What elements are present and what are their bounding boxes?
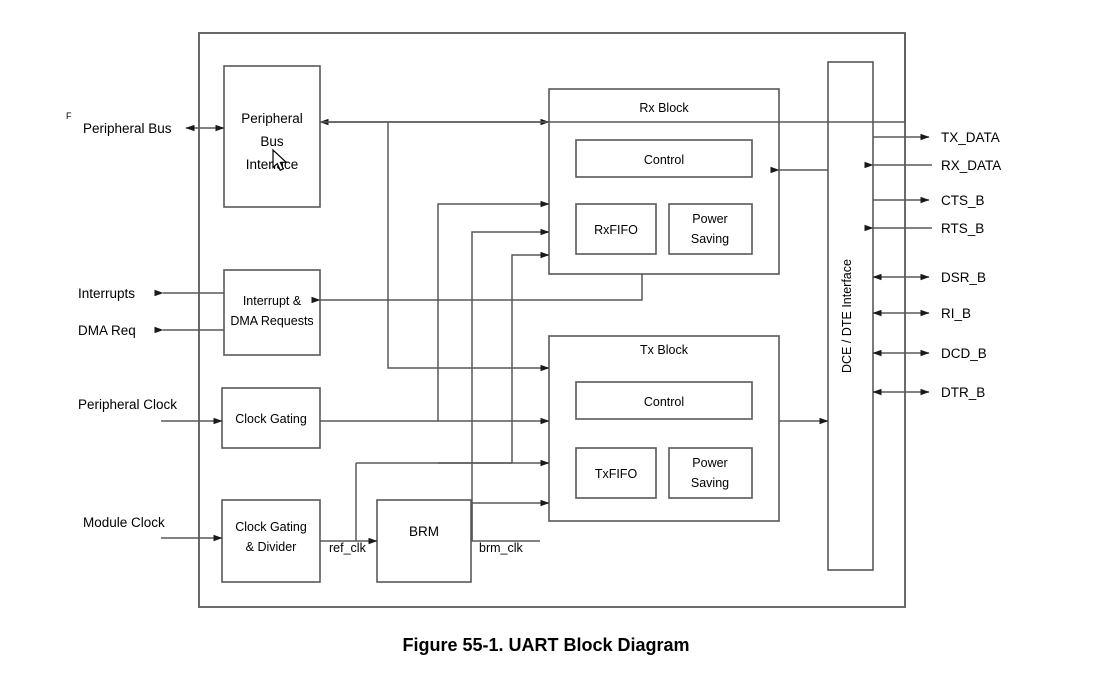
port-label-peripheral-clock: Peripheral Clock — [78, 397, 177, 412]
wire-brmclk-riser-rx — [471, 228, 550, 541]
port-label-dma-req: DMA Req — [78, 323, 136, 338]
port-label-dcd-b: DCD_B — [941, 346, 987, 361]
wire-pbi-to-tx — [387, 122, 550, 372]
port-label-dtr-b: DTR_B — [941, 385, 985, 400]
tx-control-block[interactable] — [575, 381, 753, 420]
rx-control-label: Control — [644, 153, 684, 167]
port-label-rx-data: RX_DATA — [941, 158, 1001, 173]
rx-power-saving-block[interactable] — [668, 203, 753, 255]
port-label-module-clock: Module Clock — [83, 515, 165, 530]
peripheral-bus-interface-line1: Peripheral — [241, 111, 303, 126]
rx-power-saving-line2: Saving — [691, 232, 729, 246]
tx-power-saving-block[interactable] — [668, 447, 753, 499]
figure-caption: Figure 55-1. UART Block Diagram — [402, 635, 689, 655]
tx-block-title: Tx Block — [640, 343, 689, 357]
port-label-peripheral-bus: Peripheral Bus — [83, 121, 172, 136]
peripheral-bus-interface-line2: Bus — [260, 134, 284, 149]
wire-label-ref-clk: ref_clk — [329, 541, 367, 555]
port-label-tx-data: TX_DATA — [941, 130, 1000, 145]
tx-power-saving-line1: Power — [692, 456, 727, 470]
txfifo-label: TxFIFO — [595, 467, 638, 481]
brm-label: BRM — [409, 524, 439, 539]
port-label-dsr-b: DSR_B — [941, 270, 986, 285]
wire-label-brm-clk: brm_clk — [479, 541, 524, 555]
rxfifo-label: RxFIFO — [594, 223, 638, 237]
rxfifo-block[interactable] — [575, 203, 657, 255]
clock-gating-label: Clock Gating — [235, 412, 307, 426]
stray-character: F — [66, 111, 72, 121]
brm-block[interactable] — [376, 499, 472, 583]
clock-gating-divider-line1: Clock Gating — [235, 520, 307, 534]
port-label-rts-b: RTS_B — [941, 221, 984, 236]
wire-clk-riser-rx-2 — [511, 251, 550, 463]
tx-power-saving-line2: Saving — [691, 476, 729, 490]
peripheral-bus-interface-block[interactable] — [223, 65, 321, 208]
rx-power-saving-line1: Power — [692, 212, 727, 226]
rx-control-block[interactable] — [575, 139, 753, 178]
txfifo-block[interactable] — [575, 447, 657, 499]
mouse-cursor-icon — [272, 148, 288, 171]
clock-gating-block[interactable] — [221, 387, 321, 449]
port-label-cts-b: CTS_B — [941, 193, 985, 208]
rx-block-title: Rx Block — [639, 101, 689, 115]
peripheral-bus-interface-line3: Interface — [246, 157, 299, 172]
port-label-ri-b: RI_B — [941, 306, 971, 321]
wire-rx-to-interrupt — [311, 274, 643, 304]
tx-control-label: Control — [644, 395, 684, 409]
dce-dte-interface-block[interactable] — [827, 61, 874, 571]
wire-clk-riser-rx-1 — [437, 200, 550, 421]
port-label-interrupts: Interrupts — [78, 286, 135, 301]
interrupt-dma-line2: DMA Requests — [230, 314, 313, 328]
interrupt-dma-line1: Interrupt & — [243, 294, 302, 308]
interrupt-dma-requests-block[interactable] — [223, 269, 321, 356]
dce-dte-interface-label: DCE / DTE Interface — [840, 259, 854, 373]
clock-gating-divider-line2: & Divider — [246, 540, 297, 554]
